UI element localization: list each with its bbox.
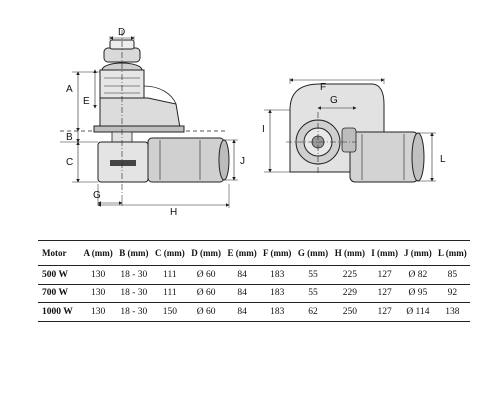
col-header-g: G (mm)	[297, 247, 329, 258]
cell-h: 250	[342, 306, 358, 317]
col-header-a: A (mm)	[83, 247, 113, 258]
windlass-technical-drawing: A B C D E J G H	[60, 27, 446, 218]
table-row: 700 W 130 18 - 30 111 Ø 60 84 183 55 229…	[38, 284, 470, 303]
table-header-row: Motor A (mm) B (mm) C (mm) D (mm) E (mm)…	[38, 240, 470, 266]
cell-motor: 500 W	[42, 269, 68, 280]
dim-label-i: I	[262, 124, 265, 135]
cell-c: 111	[163, 269, 177, 280]
dim-label-c: C	[66, 157, 73, 168]
cell-l: 85	[447, 269, 458, 280]
cell-i: 127	[377, 288, 392, 299]
side-view: A B C D E J G H	[60, 27, 245, 218]
cell-d: Ø 60	[196, 288, 216, 299]
cell-i: 127	[377, 306, 392, 317]
cell-b: 18 - 30	[120, 269, 148, 280]
col-header-motor: Motor	[42, 247, 67, 258]
dim-label-l: L	[440, 154, 446, 165]
cell-b: 18 - 30	[120, 306, 148, 317]
col-header-b: B (mm)	[119, 247, 149, 258]
cell-j: Ø 82	[408, 269, 428, 280]
col-header-d: D (mm)	[191, 247, 221, 258]
cell-c: 150	[162, 306, 177, 317]
cell-f: 183	[270, 288, 285, 299]
cell-d: Ø 60	[196, 306, 216, 317]
cell-a: 130	[91, 288, 106, 299]
cell-l: 92	[447, 288, 458, 299]
cell-b: 18 - 30	[120, 288, 148, 299]
col-header-j: J (mm)	[404, 247, 432, 258]
cell-f: 183	[270, 306, 285, 317]
col-header-l: L (mm)	[438, 247, 467, 258]
top-view: F G I L	[262, 78, 446, 183]
dim-label-e: E	[83, 96, 90, 107]
cell-d: Ø 60	[196, 269, 216, 280]
cell-e: 84	[237, 269, 247, 280]
dim-label-g: G	[93, 190, 101, 201]
col-header-h: H (mm)	[334, 247, 366, 258]
dimensions-table: Motor A (mm) B (mm) C (mm) D (mm) E (mm)…	[38, 240, 470, 322]
dim-label-g-top: G	[330, 95, 338, 106]
cell-l: 138	[445, 306, 460, 317]
col-header-f: F (mm)	[263, 247, 292, 258]
table-row: 1000 W 130 18 - 30 150 Ø 60 84 183 62 25…	[38, 303, 470, 321]
dim-label-b: B	[66, 132, 73, 143]
dim-label-h: H	[170, 207, 177, 218]
table-row: 500 W 130 18 - 30 111 Ø 60 84 183 55 225…	[38, 266, 470, 284]
col-header-c: C (mm)	[154, 247, 185, 258]
cell-motor: 1000 W	[42, 306, 73, 317]
cell-h: 225	[342, 269, 358, 280]
cell-g: 62	[308, 306, 318, 317]
dim-label-j: J	[240, 156, 245, 167]
dim-label-a: A	[66, 84, 73, 95]
cell-a: 130	[91, 306, 106, 317]
cell-j: Ø 114	[406, 306, 430, 317]
cell-e: 84	[237, 288, 247, 299]
cell-g: 55	[308, 269, 318, 280]
cell-h: 229	[342, 288, 358, 299]
cell-motor: 700 W	[42, 288, 68, 299]
cell-f: 183	[270, 269, 285, 280]
cell-a: 130	[91, 269, 106, 280]
cell-c: 111	[163, 288, 177, 299]
cell-e: 84	[237, 306, 247, 317]
cell-j: Ø 95	[408, 288, 428, 299]
cell-g: 55	[308, 288, 318, 299]
dim-label-d: D	[118, 27, 125, 38]
dim-label-f: F	[320, 82, 326, 93]
cell-i: 127	[377, 269, 392, 280]
col-header-i: I (mm)	[371, 247, 399, 258]
col-header-e: E (mm)	[227, 247, 257, 258]
